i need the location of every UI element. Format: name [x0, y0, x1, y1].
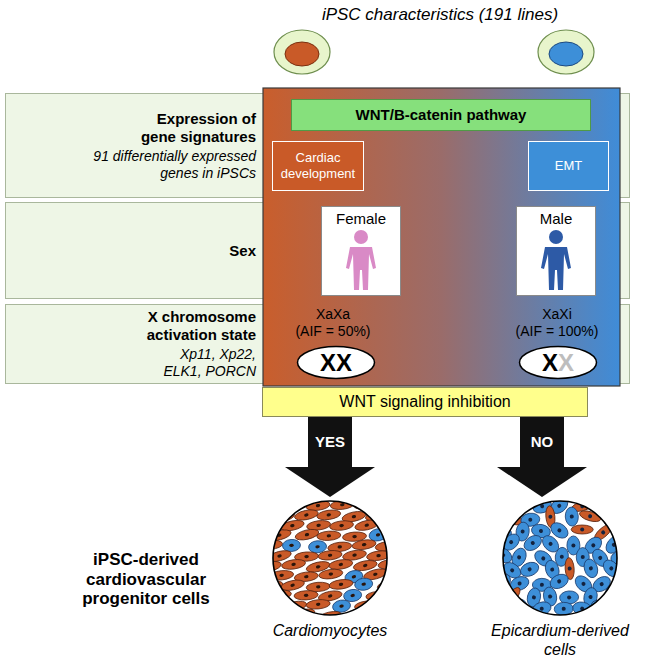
person-icon — [322, 228, 400, 292]
ipsc-cell-icon — [274, 30, 330, 74]
cell-population: Cardiomyocytes — [262, 497, 398, 647]
person-icon — [517, 228, 595, 292]
pathway-box: WNT/B-catenin pathway — [291, 99, 591, 131]
activation-label: (AIF = 50%) — [283, 323, 383, 339]
sex-box: Male — [516, 206, 596, 296]
ipsc-cell-icon — [538, 30, 594, 74]
row-heading: Sex — [229, 242, 256, 260]
signature-box: Cardiac development — [272, 141, 364, 191]
block-arrow — [497, 417, 587, 497]
block-arrow — [285, 417, 375, 497]
cell-illustration — [485, 497, 635, 619]
chromosome-letters: XX — [320, 349, 352, 377]
activation-label: XaXa — [283, 306, 383, 322]
cell-illustration — [262, 497, 398, 619]
arrow-label: YES — [300, 433, 360, 451]
outcome-label: Cardiomyocytes — [262, 621, 398, 640]
row-heading: X chromosome activation state — [124, 308, 256, 344]
chromosome-oval: XX — [518, 345, 598, 380]
row-detail: Xp11, Xp22, ELK1, PORCN — [156, 346, 256, 380]
row-band: Expression of gene signatures91 differen… — [5, 93, 630, 198]
row-heading: Expression of gene signatures — [124, 110, 256, 146]
row-detail: 91 differentially expressed genes in iPS… — [64, 148, 256, 182]
box-label: WNT/B-catenin pathway — [356, 106, 527, 124]
activation-label: (AIF = 100%) — [502, 323, 612, 339]
chromosome-oval: XX — [296, 345, 376, 380]
diagram-title: iPSC characteristics (191 lines) — [280, 5, 600, 25]
arrow-label: NO — [512, 433, 572, 451]
chromosome-letters: X — [558, 349, 574, 377]
chromosome-letters: X — [542, 349, 558, 377]
outcome-heading: iPSC-derived cardiovascular progenitor c… — [50, 550, 242, 609]
box-label: Cardiac development — [277, 150, 359, 181]
sex-label: Female — [322, 210, 400, 228]
box-label: WNT signaling inhibition — [339, 392, 510, 411]
outcome-label: Epicardium-derived cells — [485, 621, 635, 659]
activation-label: XaXi — [502, 306, 612, 322]
sex-label: Male — [517, 210, 595, 228]
sex-box: Female — [321, 206, 401, 296]
condition-box: WNT signaling inhibition — [262, 387, 588, 417]
cell-population: Epicardium-derived cells — [485, 497, 635, 662]
signature-box: EMT — [528, 141, 609, 191]
row-band: Sex Female Male — [5, 202, 630, 299]
box-label: EMT — [555, 158, 582, 174]
